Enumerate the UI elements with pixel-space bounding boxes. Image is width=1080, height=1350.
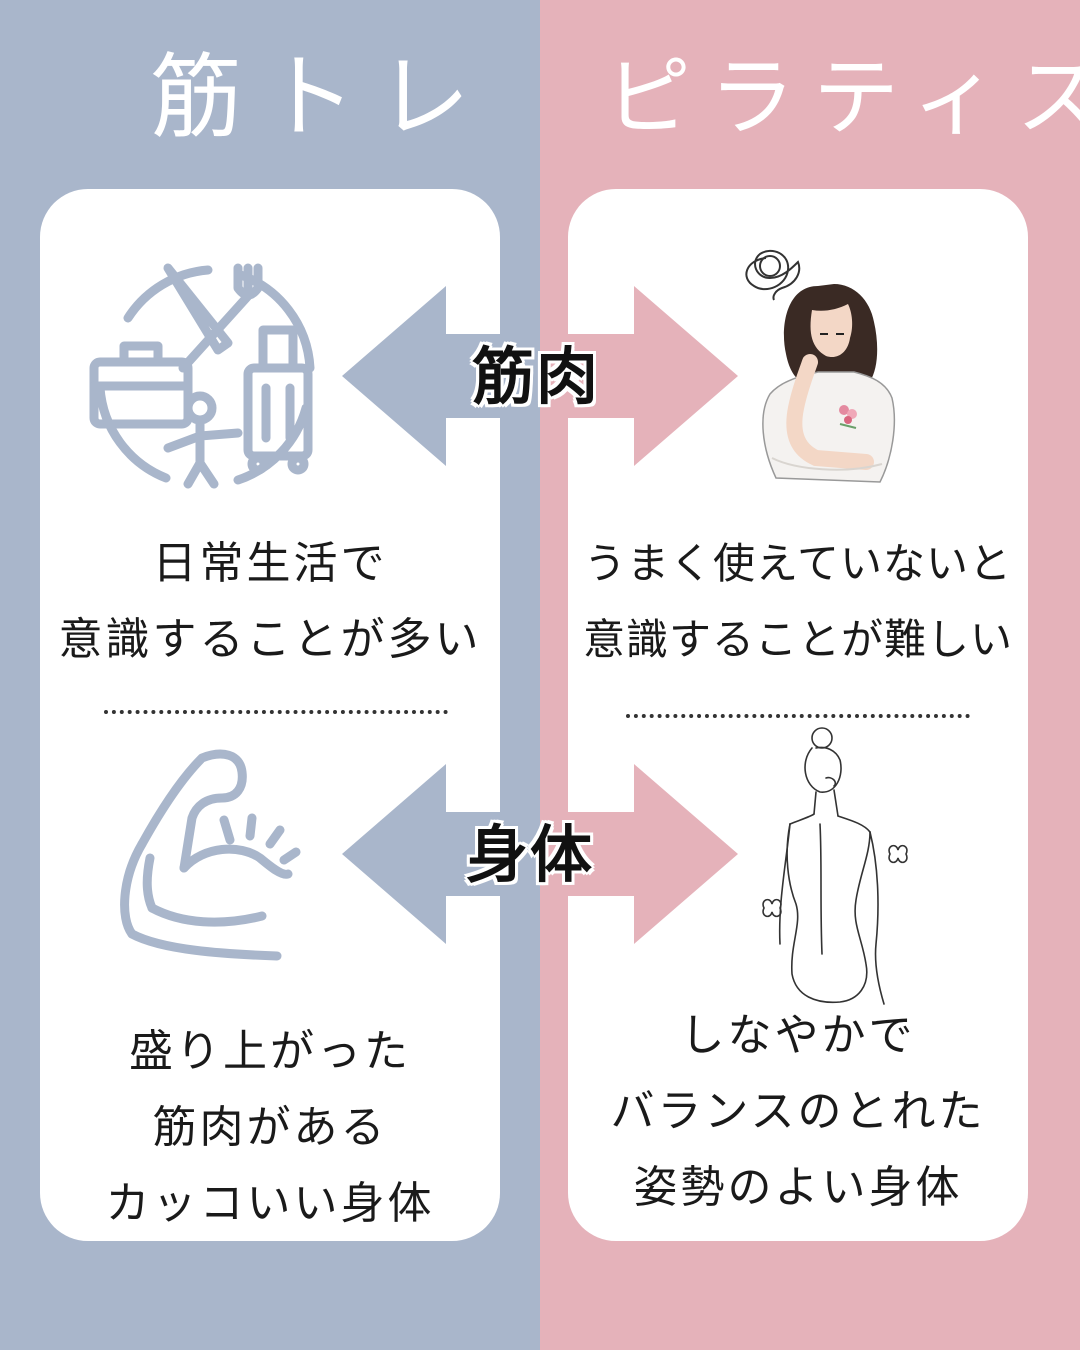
left-divider [104,710,448,714]
right-divider [626,714,970,718]
left-bottom-line-1: 盛り上がった [129,1026,411,1077]
lower-double-arrow [342,764,738,944]
right-top-line-2: 意識することが難しい [582,615,1013,664]
right-top-line-1: うまく使えていないと [584,539,1012,588]
right-column-title: ピラティス [605,48,1080,148]
left-bottom-line-3: カッコいい身体 [105,1178,435,1229]
thinking-woman-illustration [745,249,896,483]
left-column-title: 筋トレ [150,44,493,151]
upper-double-arrow [342,286,738,466]
flexed-bicep-icon [120,749,301,961]
right-top-text: うまく使えていないと 意識することが難しい [568,526,1028,678]
right-bottom-text: しなやかで バランスのとれた 姿勢のよい身体 [568,998,1028,1226]
lower-arrow-label: 身体 [466,818,595,891]
left-bottom-text: 盛り上がった 筋肉がある カッコいい身体 [40,1014,500,1242]
left-top-line-2: 意識することが多い [58,614,482,665]
right-bottom-line-3: 姿勢のよい身体 [633,1162,963,1213]
woman-back-illustration [762,727,908,1005]
right-bottom-line-2: バランスのとれた [610,1086,986,1137]
left-top-text: 日常生活で 意識することが多い [40,526,500,678]
daily-life-icon [89,263,315,489]
left-bottom-line-2: 筋肉がある [152,1102,388,1153]
left-top-line-1: 日常生活で [152,538,388,589]
right-bottom-line-1: しなやかで [680,1010,916,1061]
upper-arrow-label: 筋肉 [472,340,601,413]
